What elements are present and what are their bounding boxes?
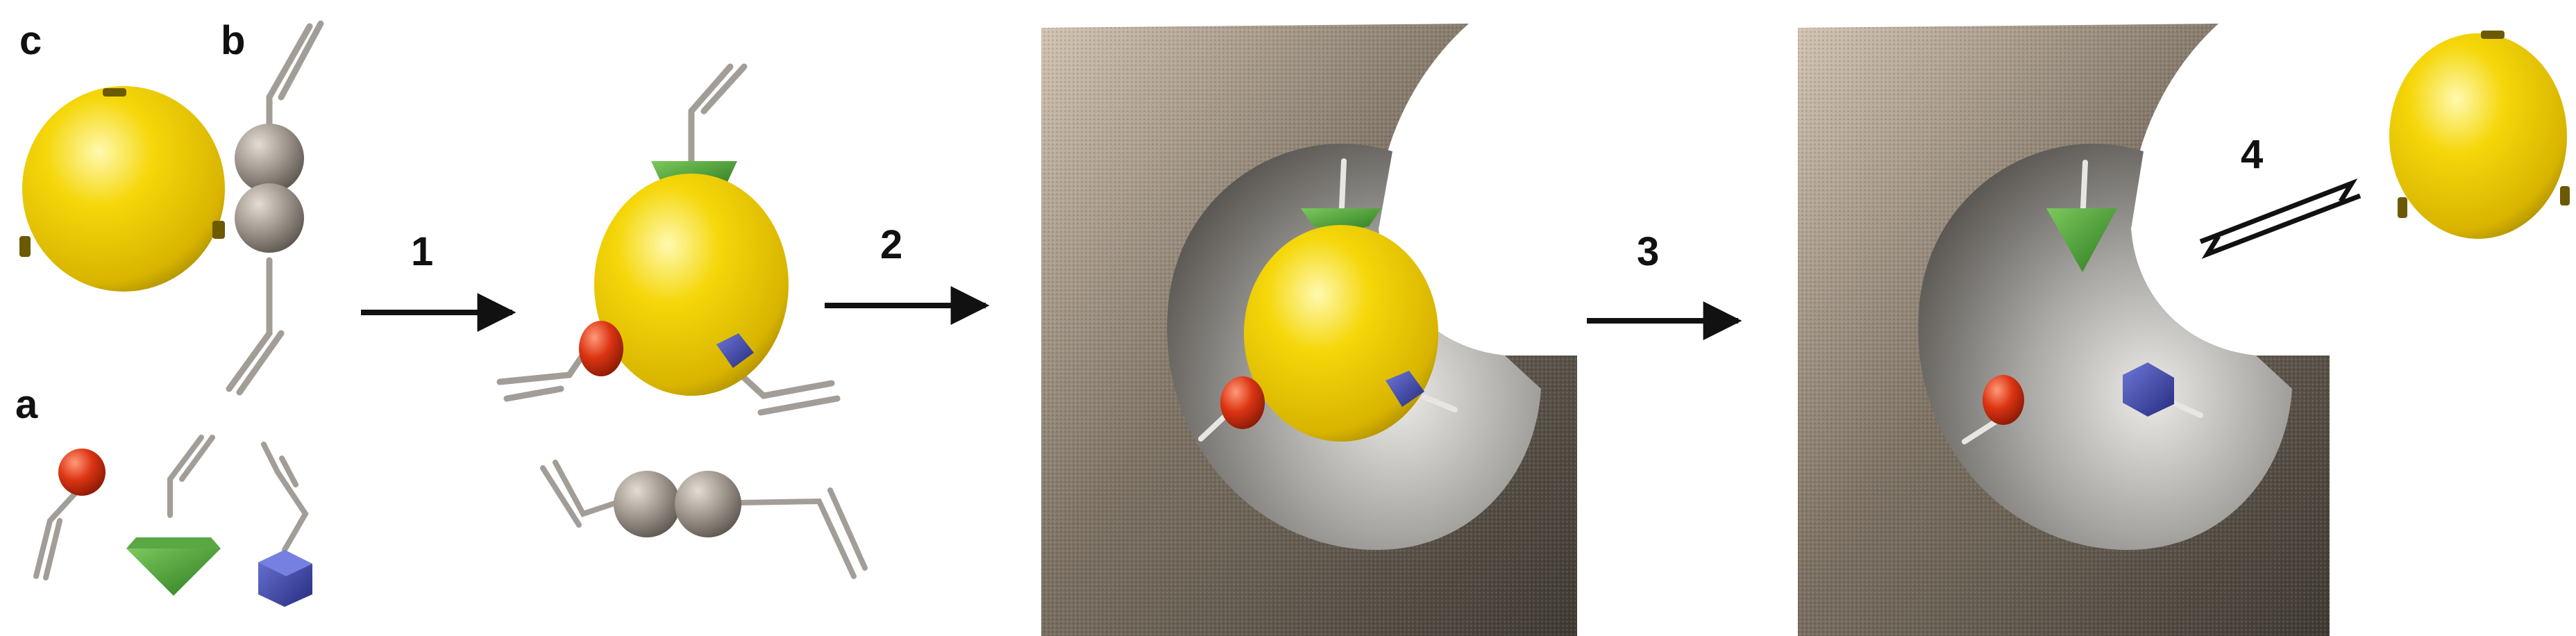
panel-label-b: b bbox=[221, 18, 245, 63]
reaction-arrow-icon: 3 bbox=[1587, 229, 1742, 340]
monomer-circle-icon bbox=[33, 449, 106, 580]
panel-label-a: a bbox=[15, 382, 38, 427]
template-sphere-icon bbox=[2389, 31, 2570, 239]
template-sphere-icon bbox=[594, 174, 789, 396]
panel-complex bbox=[496, 63, 868, 579]
step-label-3: 3 bbox=[1637, 229, 1659, 274]
crosslinker-icon bbox=[540, 460, 868, 579]
bound-cube-icon bbox=[1386, 371, 1424, 407]
reaction-arrow-icon: 1 bbox=[361, 229, 516, 332]
panel-label-c: c bbox=[19, 18, 42, 63]
step-label-2: 2 bbox=[880, 222, 902, 267]
panel-empty-site bbox=[1798, 24, 2330, 636]
empty-cube-icon bbox=[2123, 362, 2174, 417]
bound-triangle-icon bbox=[1301, 208, 1381, 232]
imprinted-cavity bbox=[1918, 143, 2292, 551]
empty-triangle-icon bbox=[2046, 208, 2117, 272]
panel-polymer-with-template bbox=[1041, 24, 1577, 636]
reaction-arrow-icon: 2 bbox=[825, 222, 990, 325]
bound-circle-icon bbox=[1220, 376, 1265, 429]
bound-cube-icon bbox=[716, 333, 754, 368]
step-label-4: 4 bbox=[2241, 132, 2263, 177]
template-sphere-icon bbox=[19, 86, 225, 292]
template-sphere-icon bbox=[1244, 225, 1438, 442]
equilibrium-arrow-icon: 4 bbox=[2199, 132, 2362, 259]
monomer-triangle-icon bbox=[126, 435, 221, 596]
bound-circle-icon bbox=[579, 321, 623, 376]
crosslinker-icon bbox=[226, 20, 324, 396]
step-label-1: 1 bbox=[411, 229, 433, 274]
empty-circle-icon bbox=[1982, 375, 2024, 425]
panel-starting-materials: c b a bbox=[15, 18, 324, 607]
monomer-cube-icon bbox=[258, 442, 312, 607]
